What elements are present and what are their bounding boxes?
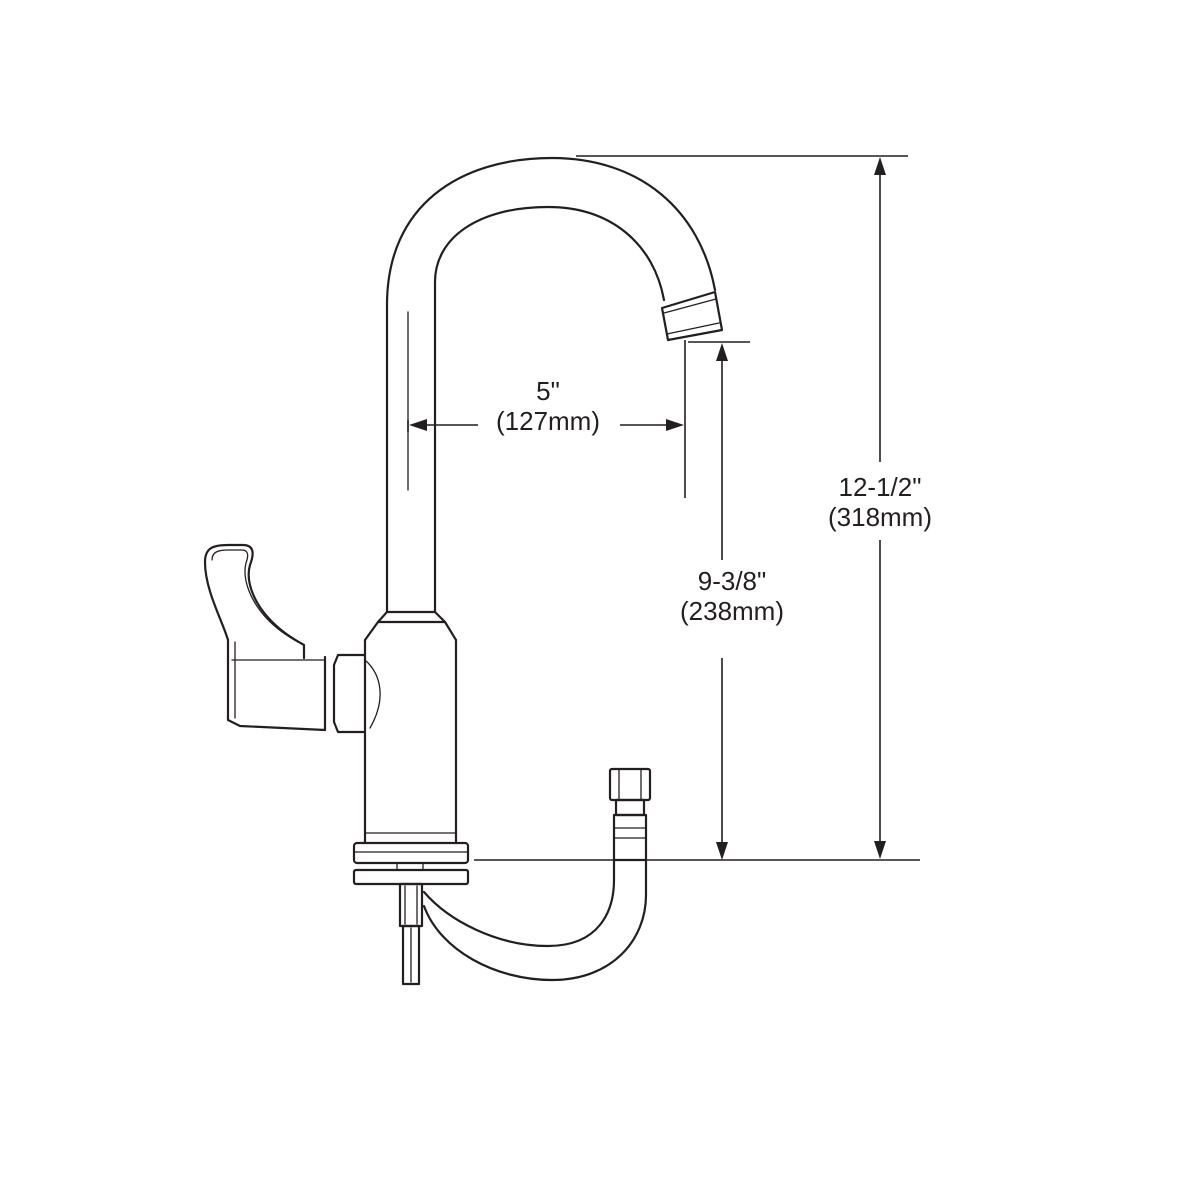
gooseneck-spout — [385, 156, 717, 614]
reach-dimension — [407, 340, 686, 498]
reach-label: 5" (127mm) — [478, 376, 618, 436]
aerator — [660, 290, 724, 342]
faucet-body — [363, 610, 458, 845]
height-metric: (318mm) — [827, 502, 932, 532]
supply-hose — [422, 767, 652, 982]
mounting-shank — [398, 882, 424, 986]
reach-arrow-right — [666, 419, 684, 431]
clearance-label: 9-3/8" (238mm) — [662, 566, 802, 626]
height-arrow-top — [874, 157, 886, 175]
reach-metric: (127mm) — [495, 406, 600, 436]
clearance-imperial: 9-3/8" — [697, 566, 767, 596]
lever-handle — [203, 543, 381, 734]
escutcheon — [352, 841, 470, 886]
height-label: 12-1/2" (318mm) — [805, 472, 955, 532]
reach-imperial: 5" — [536, 376, 560, 406]
clearance-dimension — [688, 341, 750, 860]
clearance-metric: (238mm) — [679, 596, 784, 626]
height-dimension — [474, 155, 920, 861]
clearance-arrow-bottom — [716, 842, 728, 860]
clearance-arrow-top — [716, 343, 728, 361]
reach-arrow-left — [409, 419, 427, 431]
height-imperial: 12-1/2" — [838, 472, 922, 502]
height-arrow-bottom — [874, 841, 886, 859]
